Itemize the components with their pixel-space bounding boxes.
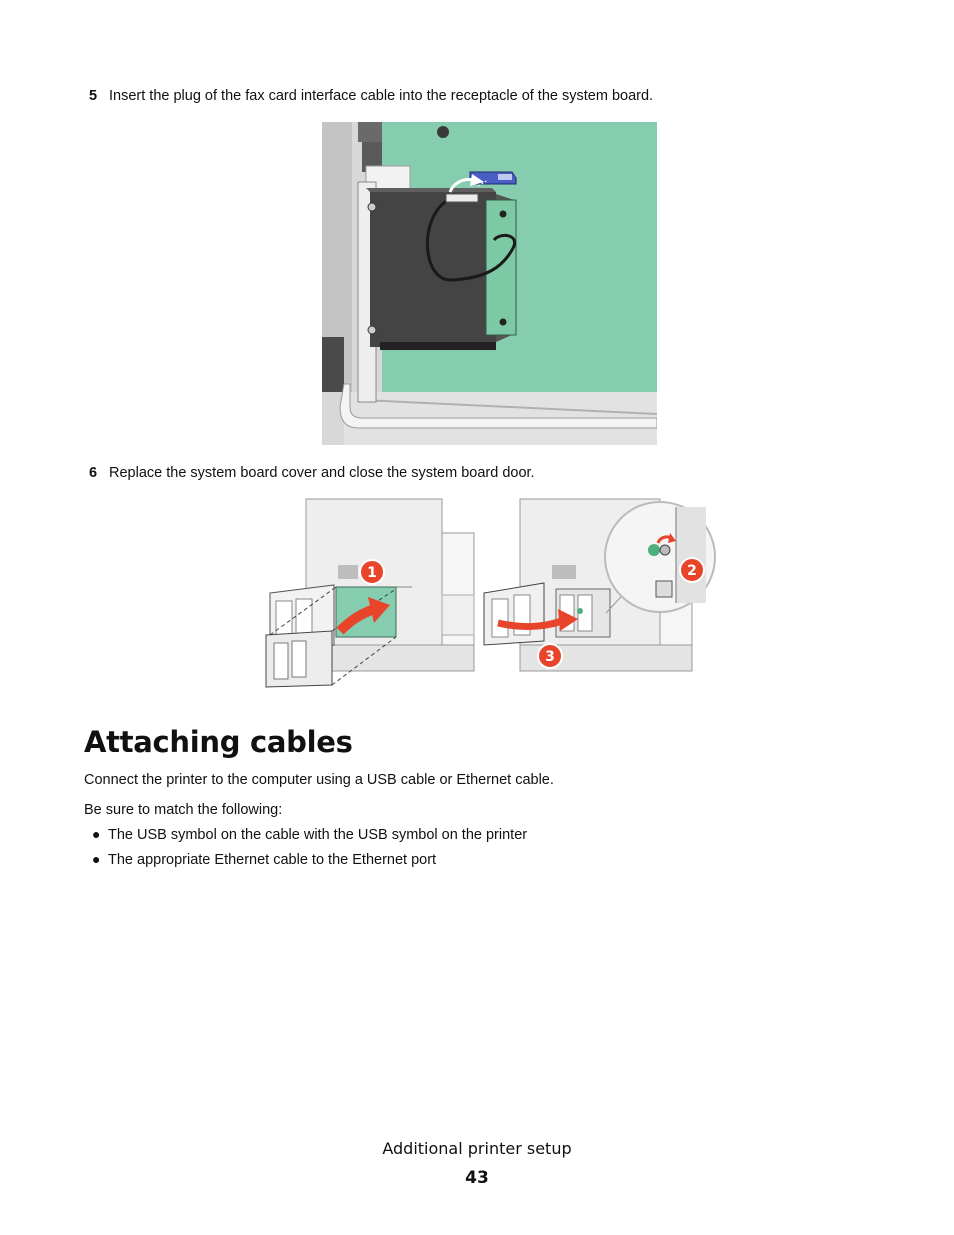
list-item: ● The appropriate Ethernet cable to the … xyxy=(92,851,692,872)
step-number: 6 xyxy=(89,465,98,481)
callout-3: 3 xyxy=(545,649,555,665)
callout-1: 1 xyxy=(367,565,377,581)
section-heading: Attaching cables xyxy=(84,725,353,759)
list-item: ● The USB symbol on the cable with the U… xyxy=(92,826,692,847)
step-text: Replace the system board cover and close… xyxy=(109,465,535,481)
list-item-text: The USB symbol on the cable with the USB… xyxy=(108,827,528,843)
replace-cover-illustration: 1 3 2 xyxy=(262,495,718,690)
footer-chapter: Additional printer setup xyxy=(382,1139,572,1158)
bullet-icon: ● xyxy=(92,851,101,867)
step-6: 6 Replace the system board cover and clo… xyxy=(89,464,789,484)
list-item-text: The appropriate Ethernet cable to the Et… xyxy=(108,852,437,868)
fax-card-illustration xyxy=(322,122,658,445)
step-5: 5 Insert the plug of the fax card interf… xyxy=(89,87,789,107)
page-number: 43 xyxy=(465,1168,489,1188)
bullet-icon: ● xyxy=(92,826,101,842)
intro-paragraph: Connect the printer to the computer usin… xyxy=(84,772,554,788)
step-number: 5 xyxy=(89,88,98,104)
lead-paragraph: Be sure to match the following: xyxy=(84,802,283,818)
callout-2: 2 xyxy=(687,563,697,579)
step-text: Insert the plug of the fax card interfac… xyxy=(109,88,654,104)
